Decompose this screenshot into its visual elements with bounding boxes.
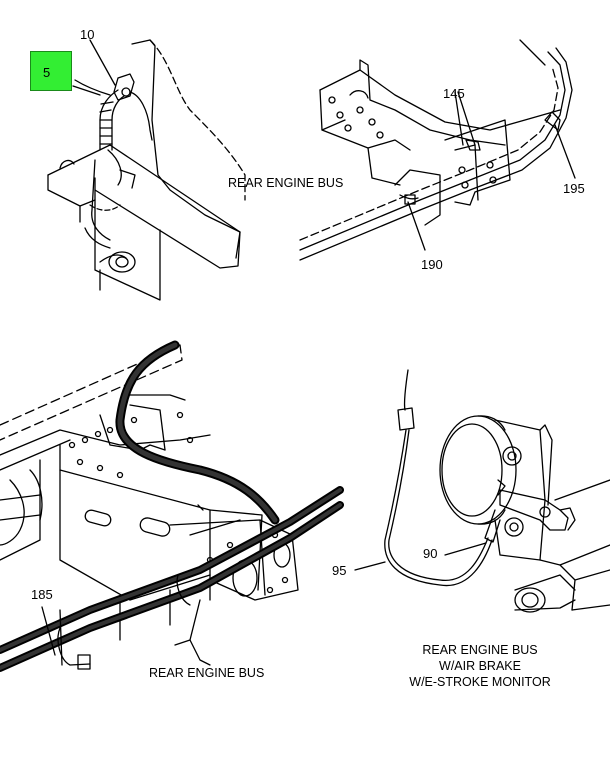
caption-bottom-right-line3: W/E-STROKE MONITOR: [409, 675, 551, 689]
callout-5: 5: [43, 65, 51, 80]
caption-bottom-right: REAR ENGINE BUS W/AIR BRAKE W/E-STROKE M…: [400, 642, 560, 690]
callout-185: 185: [31, 587, 53, 602]
caption-bottom-right-line1: REAR ENGINE BUS: [422, 643, 538, 657]
caption-top-right: REAR ENGINE BUS: [228, 176, 344, 190]
callout-10: 10: [80, 27, 95, 42]
callout-190: 190: [421, 257, 443, 272]
caption-bottom-right-line2: W/AIR BRAKE: [439, 659, 521, 673]
bottom-right-view: [384, 369, 610, 613]
leader-lines: [41, 85, 487, 656]
top-left-view: [47, 39, 246, 301]
caption-bottom-left: REAR ENGINE BUS: [149, 666, 265, 680]
callout-145: 145: [443, 86, 465, 101]
callout-195: 195: [563, 181, 585, 196]
top-right-view: [299, 39, 576, 261]
callout-95: 95: [332, 563, 347, 578]
bottom-left-view: [0, 340, 344, 672]
callout-90: 90: [423, 546, 438, 561]
callout-5-highlight: 5: [30, 51, 72, 91]
